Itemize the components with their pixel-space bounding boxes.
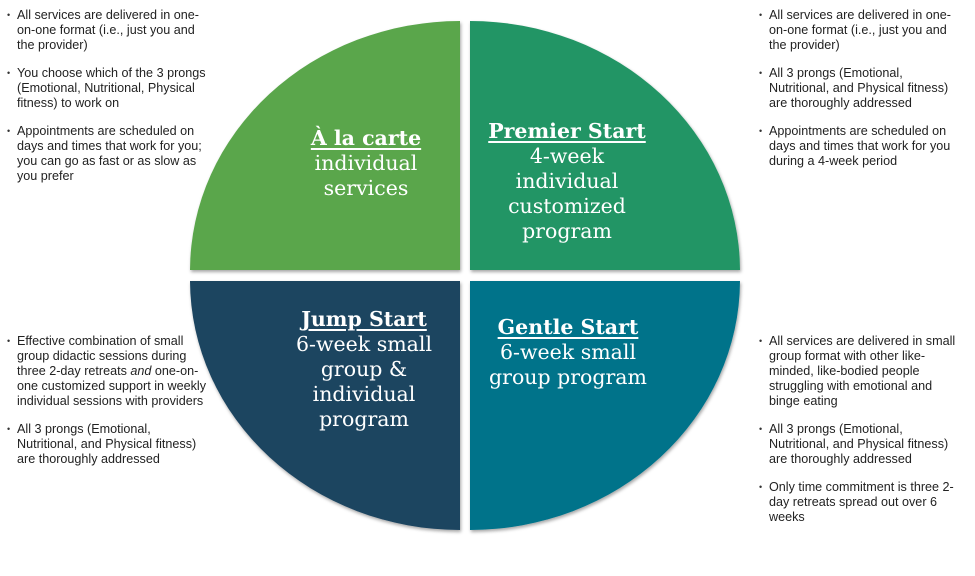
bullet-item: All 3 prongs (Emotional, Nutritional, an… xyxy=(6,422,208,467)
quadrant-top-right xyxy=(470,21,740,270)
bullet-item: Appointments are scheduled on days and t… xyxy=(6,124,210,184)
bullet-text: All 3 prongs (Emotional, Nutritional, an… xyxy=(17,422,197,466)
quadrant-label-premier-start: Premier Start 4-week individual customiz… xyxy=(478,119,656,244)
quadrant-title: Premier Start xyxy=(488,119,646,143)
quadrant-label-gentle-start: Gentle Start 6-week small group program xyxy=(474,315,662,390)
quadrant-title: Gentle Start xyxy=(497,315,639,339)
quadrant-title: À la carte xyxy=(310,126,422,150)
bullet-item: All services are delivered in one-on-one… xyxy=(758,8,963,53)
quadrant-title: Jump Start xyxy=(301,307,427,331)
quadrant-top-left xyxy=(190,20,460,270)
bullet-item: Appointments are scheduled on days and t… xyxy=(758,124,963,169)
notes-a-la-carte: All services are delivered in one-on-one… xyxy=(6,8,210,184)
quadrant-description: individual services xyxy=(314,151,418,200)
bullet-item: All services are delivered in small grou… xyxy=(758,334,963,409)
notes-premier-start: All services are delivered in one-on-one… xyxy=(758,8,963,169)
notes-gentle-start: All services are delivered in small grou… xyxy=(758,334,963,525)
quadrant-label-jump-start: Jump Start 6-week small group & individu… xyxy=(275,307,453,432)
bullet-text-emphasis: and xyxy=(130,364,152,378)
quadrant-description: 6-week small group program xyxy=(489,340,647,389)
quadrant-description: 4-week individual customized program xyxy=(508,144,626,243)
bullet-text: Effective combination of small group did… xyxy=(17,334,187,378)
bullet-item: Effective combination of small group did… xyxy=(6,334,208,409)
bullet-item: All 3 prongs (Emotional, Nutritional, an… xyxy=(758,422,963,467)
quadrant-label-a-la-carte: À la carte individual services xyxy=(285,126,447,201)
bullet-text: one-on-one customized support in weekly … xyxy=(17,364,207,408)
quadrant-bottom-left xyxy=(190,281,460,530)
bullet-item: All services are delivered in one-on-one… xyxy=(6,8,210,53)
bullet-item: All 3 prongs (Emotional, Nutritional, an… xyxy=(758,66,963,111)
bullet-item: You choose which of the 3 prongs (Emotio… xyxy=(6,66,210,111)
quadrant-description: 6-week small group & individual program xyxy=(295,332,432,431)
quadrant-bottom-right xyxy=(470,281,740,530)
bullet-item: Only time commitment is three 2-day retr… xyxy=(758,480,963,525)
notes-jump-start: Effective combination of small group did… xyxy=(6,334,208,467)
